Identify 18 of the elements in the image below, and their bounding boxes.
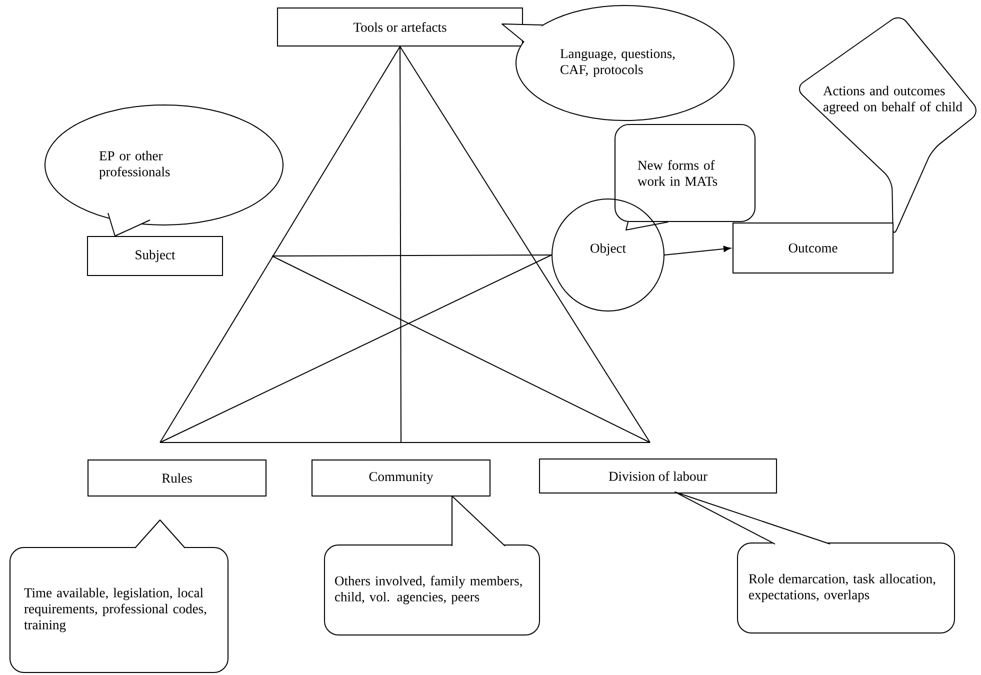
- connector-line: [400, 46, 650, 443]
- speech-bubble: Language, questions, CAF, protocols: [502, 5, 734, 121]
- speech-bubble: New forms of work in MATs: [614, 124, 756, 230]
- connector-line: [272, 254, 552, 256]
- label-box: Rules: [88, 460, 266, 496]
- arrow: [664, 246, 732, 256]
- connector-line: [160, 442, 650, 443]
- speech-bubble: Others involved, family members, child, vol. agencies, peers: [324, 496, 540, 636]
- speech-bubble: Actions and outcomes agreed on behalf of child: [799, 17, 976, 233]
- label-box: Outcome: [732, 222, 894, 274]
- connector-line: [400, 46, 402, 443]
- speech-bubble: Time available, legislation, local requirements, professional codes, training: [10, 520, 228, 673]
- label-box: Division of labour: [539, 458, 777, 494]
- connector-line: [160, 46, 400, 443]
- speech-bubble: EP or other professionals: [44, 104, 284, 236]
- speech-bubble: Role demarcation, task allocation, expectations, overlaps: [674, 492, 956, 634]
- connector-line: [160, 254, 552, 443]
- connector-line: [272, 256, 650, 443]
